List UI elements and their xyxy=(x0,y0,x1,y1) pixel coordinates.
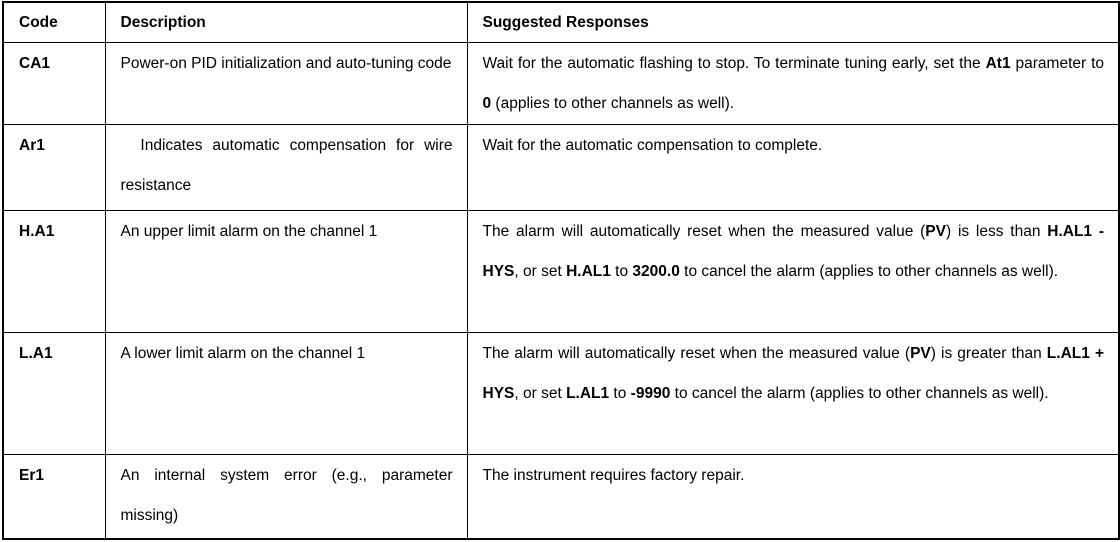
column-header-responses: Suggested Responses xyxy=(466,1,1120,43)
bold-term: At1 xyxy=(985,55,1011,72)
text-segment: An upper limit alarm on the channel 1 xyxy=(120,223,378,240)
bold-term: L.AL1 + HYS xyxy=(482,345,1105,402)
text-segment: to xyxy=(609,385,631,402)
column-header-code: Code xyxy=(2,1,106,43)
table-row: CA1 Power-on PID initialization and auto-… xyxy=(2,42,1120,125)
table-row: H.A1 An upper limit alarm on the channel … xyxy=(2,210,1120,333)
response-cell: The alarm will automatically reset when … xyxy=(466,210,1120,333)
description-cell: A lower limit alarm on the channel 1 xyxy=(104,332,468,455)
text-segment: , or set xyxy=(514,385,567,402)
text-segment: to cancel the alarm (applies to other ch… xyxy=(679,263,1059,280)
code-cell: L.A1 xyxy=(2,332,106,455)
bold-term: H.AL1 - HYS xyxy=(482,223,1105,280)
response-cell: The instrument requires factory repair. xyxy=(466,454,1120,539)
bold-term: PV xyxy=(910,345,931,362)
description-cell: Indicates automatic compensation for wir… xyxy=(104,124,468,211)
bold-term: -9990 xyxy=(630,385,671,402)
text-segment: Indicates automatic compensation for wir… xyxy=(120,137,453,194)
text-segment: The alarm will automatically reset when … xyxy=(482,223,926,240)
column-header-description: Description xyxy=(104,1,468,43)
bold-term: 0 xyxy=(482,95,492,112)
table-header: Code Description Suggested Responses xyxy=(2,1,1120,43)
bold-term: L.AL1 xyxy=(566,385,610,402)
code-cell: Ar1 xyxy=(2,124,106,211)
text-segment: The instrument requires factory repair. xyxy=(482,467,745,484)
bold-term: 3200.0 xyxy=(632,263,680,280)
text-segment: parameter to xyxy=(1010,55,1105,72)
description-cell: Power-on PID initialization and auto-tun… xyxy=(104,42,468,125)
description-cell: An internal system error (e.g., paramete… xyxy=(104,454,468,539)
bold-term: PV xyxy=(925,223,946,240)
text-segment: to xyxy=(610,263,633,280)
header-row: Code Description Suggested Responses xyxy=(2,1,1120,43)
text-segment: Wait for the automatic compensation to c… xyxy=(482,137,823,154)
text-segment: An internal system error (e.g., paramete… xyxy=(120,467,453,524)
code-cell: CA1 xyxy=(2,42,106,125)
description-cell: An upper limit alarm on the channel 1 xyxy=(104,210,468,333)
code-cell: Er1 xyxy=(2,454,106,539)
response-cell: Wait for the automatic flashing to stop.… xyxy=(466,42,1120,125)
table-body: CA1 Power-on PID initialization and auto-… xyxy=(2,42,1120,539)
text-segment: (applies to other channels as well). xyxy=(491,95,735,112)
text-segment: ) is less than xyxy=(945,223,1048,240)
table-row: Ar1 Indicates automatic compensation for… xyxy=(2,124,1120,211)
text-segment: Power-on PID initialization and auto-tun… xyxy=(120,55,452,72)
table-row: L.A1 A lower limit alarm on the channel 1… xyxy=(2,332,1120,455)
code-cell: H.A1 xyxy=(2,210,106,333)
response-cell: The alarm will automatically reset when … xyxy=(466,332,1120,455)
bold-term: H.AL1 xyxy=(566,263,611,280)
text-segment: ) is greater than xyxy=(930,345,1047,362)
text-segment: Wait for the automatic flashing to stop.… xyxy=(482,55,986,72)
text-segment: The alarm will automatically reset when … xyxy=(482,345,911,362)
response-cell: Wait for the automatic compensation to c… xyxy=(466,124,1120,211)
text-segment: , or set xyxy=(514,263,567,280)
text-segment: A lower limit alarm on the channel 1 xyxy=(120,345,366,362)
text-segment: to cancel the alarm (applies to other ch… xyxy=(670,385,1049,402)
